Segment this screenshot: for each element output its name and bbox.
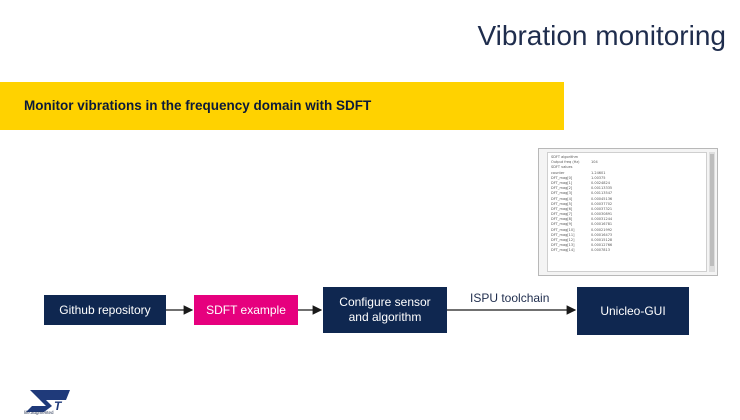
gui-row-key: DFT_mag[4] — [551, 196, 573, 201]
gui-row: DFT_mag[6] 0.00037321 — [551, 207, 703, 212]
gui-row-value: 0.00113547 — [591, 191, 613, 196]
gui-row-key: DFT_mag[9] — [551, 222, 573, 227]
gui-row-value: 0.00016473 — [591, 232, 613, 237]
gui-row: DFT_mag[8] 0.00031244 — [551, 217, 703, 222]
gui-row-value: 0.0007813 — [591, 248, 610, 253]
subtitle-banner: Monitor vibrations in the frequency doma… — [0, 82, 564, 130]
gui-row-key: DFT_mag[10] — [551, 227, 575, 232]
gui-row: SDFT values — [551, 165, 703, 170]
gui-row-key: DFT_mag[0] — [551, 175, 573, 180]
gui-row-key: DFT_mag[5] — [551, 201, 573, 206]
st-logo-icon: T — [26, 390, 70, 413]
gui-row-value: 0.00016781 — [591, 222, 613, 227]
gui-row-key: SDFT algorithm — [551, 155, 579, 159]
edge-label-ispu-toolchain: ISPU toolchain — [470, 291, 550, 305]
page-title: Vibration monitoring — [477, 20, 726, 51]
gui-row-value: 0.00113335 — [591, 186, 613, 191]
gui-row: DFT_mag[12] 0.00015128 — [551, 238, 703, 243]
gui-row-value: 0.00045136 — [591, 196, 613, 201]
gui-row: DFT_mag[1] 0.0024824 — [551, 181, 703, 186]
gui-row-key: SDFT values — [551, 165, 573, 170]
gui-row: DFT_mag[10] 0.00021992 — [551, 228, 703, 233]
gui-row-value: 0.00037321 — [591, 206, 613, 211]
gui-row: DFT_mag[9] 0.00016781 — [551, 222, 703, 227]
gui-row-key: DFT_mag[11] — [551, 232, 575, 237]
banner-text: Monitor vibrations in the frequency doma… — [24, 98, 372, 113]
gui-row: counter 1.24601 — [551, 171, 703, 176]
step-sdft-example: SDFT example — [194, 295, 298, 325]
gui-row-value: 0.00021992 — [591, 227, 613, 232]
gui-row-key: DFT_mag[12] — [551, 238, 575, 242]
gui-row-key: DFT_mag[8] — [551, 217, 573, 222]
gui-row-value: 0.00030891 — [591, 212, 613, 217]
gui-row: DFT_mag[14] 0.0007813 — [551, 248, 703, 253]
gui-row-key: Output freq (Hz) — [551, 160, 580, 165]
gui-scrollbar — [709, 152, 715, 272]
gui-row-value: 0.00037702 — [591, 201, 613, 206]
gui-scroll-thumb — [710, 154, 714, 266]
step-github-repository: Github repository — [44, 295, 166, 325]
gui-row-key: DFT_mag[7] — [551, 212, 573, 217]
gui-row-value: 1.24601 — [591, 170, 606, 175]
gui-row: Output freq (Hz) 104 — [551, 160, 703, 165]
gui-row-key: DFT_mag[13] — [551, 243, 575, 248]
gui-row: DFT_mag[13] 0.00012766 — [551, 243, 703, 248]
step-unicleo-gui: Unicleo-GUI — [577, 287, 689, 335]
gui-row-value: 1.00375 — [591, 175, 606, 180]
gui-row-value: 104 — [591, 160, 598, 165]
gui-row: SDFT algorithm — [551, 155, 703, 160]
gui-row: DFT_mag[3] 0.00113547 — [551, 191, 703, 196]
gui-row: DFT_mag[11] 0.00016473 — [551, 233, 703, 238]
gui-row: DFT_mag[7] 0.00030891 — [551, 212, 703, 217]
gui-row-value: 0.00015128 — [591, 238, 613, 242]
step-configure-sensor: Configure sensor and algorithm — [323, 287, 447, 333]
gui-row-key: DFT_mag[2] — [551, 186, 573, 191]
gui-row-key: DFT_mag[3] — [551, 191, 573, 196]
gui-row: DFT_mag[4] 0.00045136 — [551, 197, 703, 202]
gui-row-key: DFT_mag[1] — [551, 180, 573, 185]
gui-row: DFT_mag[2] 0.00113335 — [551, 186, 703, 191]
gui-row-key: DFT_mag[14] — [551, 248, 575, 253]
gui-row: DFT_mag[5] 0.00037702 — [551, 202, 703, 207]
gui-row-value: 0.00031244 — [591, 217, 613, 222]
gui-row-value: 0.0024824 — [591, 180, 610, 185]
gui-row: DFT_mag[0] 1.00375 — [551, 176, 703, 181]
gui-row-value: 0.00012766 — [591, 243, 613, 248]
svg-text:T: T — [54, 399, 63, 413]
logo-tagline: life.augmented — [24, 410, 54, 415]
gui-row-key: DFT_mag[6] — [551, 206, 573, 211]
step-configure-sensor-label: Configure sensor and algorithm — [339, 295, 431, 324]
gui-row-key: counter — [551, 170, 565, 175]
